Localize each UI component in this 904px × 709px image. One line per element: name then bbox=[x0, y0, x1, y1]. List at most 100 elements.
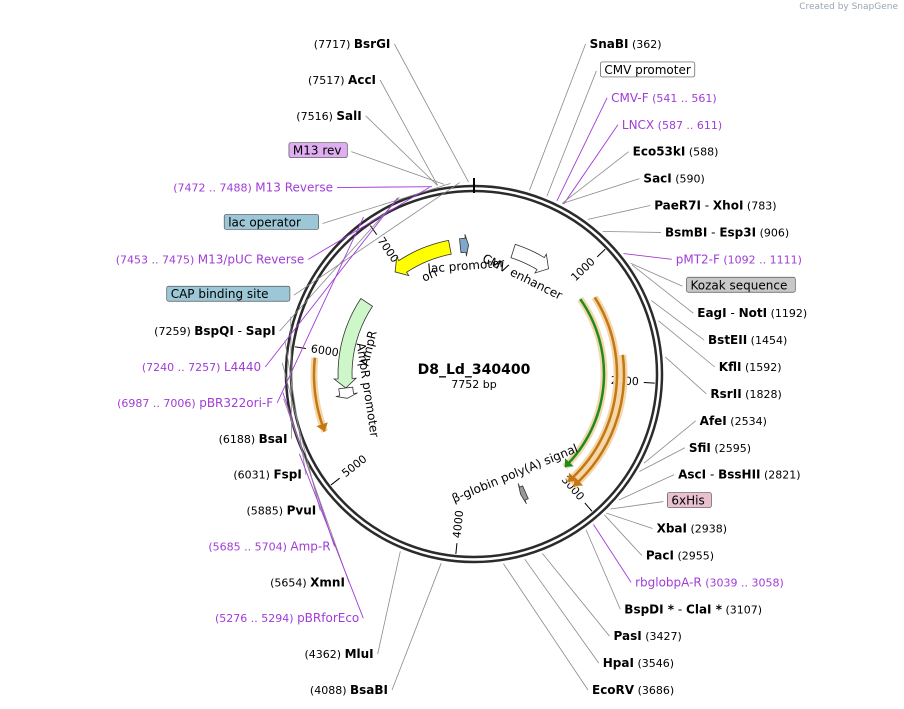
label-amp-r: (5685 .. 5704) Amp-R bbox=[208, 539, 330, 553]
snapgene-credit: Created by SnapGene bbox=[799, 2, 898, 12]
label-text: AscI - BssHII (2821) bbox=[678, 468, 800, 482]
label-part: (7516) bbox=[296, 110, 336, 123]
leader-line bbox=[529, 43, 586, 191]
label-text: PasI (3427) bbox=[614, 629, 682, 643]
leader-line bbox=[602, 231, 661, 233]
label-part: (2595) bbox=[711, 442, 751, 455]
orf-line bbox=[572, 354, 626, 488]
label-text: (5685 .. 5704) Amp-R bbox=[208, 539, 330, 553]
label-part: ClaI * bbox=[686, 602, 723, 616]
label-part: SalI bbox=[336, 109, 361, 123]
label-part: (3107) bbox=[722, 603, 762, 616]
label-part: (2955) bbox=[674, 549, 714, 562]
label-rbglobpa-r: rbglobpA-R (3039 .. 3058) bbox=[635, 575, 784, 589]
label-6xhis: 6xHis bbox=[667, 492, 712, 508]
scale-label: 1000 bbox=[568, 255, 597, 284]
label-part: pMT2-F bbox=[676, 252, 720, 266]
label-part: PasI bbox=[614, 629, 642, 643]
label-kozak-sequence: Kozak sequence bbox=[686, 276, 796, 293]
leader-line bbox=[276, 216, 364, 404]
label-part: (4362) bbox=[305, 648, 345, 661]
label-pbrforeco: (5276 .. 5294) pBRforEco bbox=[215, 611, 359, 625]
label-part: L4440 bbox=[224, 360, 261, 374]
scale-label: 6000 bbox=[310, 342, 340, 359]
label-m13-puc-reverse: (7453 .. 7475) M13/pUC Reverse bbox=[116, 252, 305, 266]
orf-arrowhead bbox=[316, 422, 328, 432]
leader-line bbox=[394, 43, 469, 183]
label-part: - bbox=[701, 199, 713, 213]
label-hpai: HpaI (3546) bbox=[603, 656, 674, 670]
label-text: BsmBI - Esp3I (906) bbox=[665, 225, 789, 239]
feature-tag-box bbox=[288, 142, 348, 159]
leader-line bbox=[623, 253, 672, 260]
feature-ori bbox=[394, 239, 452, 277]
label-part: BspQI bbox=[194, 324, 234, 338]
label-part: (7453 .. 7475) bbox=[116, 253, 198, 266]
leader-line bbox=[585, 529, 621, 610]
label-part: SapI bbox=[246, 324, 276, 338]
label-m13-rev: M13 rev bbox=[288, 142, 348, 159]
label-part: SnaBI bbox=[590, 37, 629, 51]
label-text: LNCX (587 .. 611) bbox=[622, 118, 722, 132]
leader-line bbox=[587, 205, 651, 220]
label-part: rbglobpA-R bbox=[635, 575, 702, 589]
feature-tag-text: CMV promoter bbox=[604, 63, 691, 77]
label-part: EcoRV bbox=[592, 683, 635, 697]
leader-line bbox=[308, 186, 430, 260]
plasmid-name: D8_Ld_340400 bbox=[418, 362, 531, 378]
label-text: (6031) FspI bbox=[233, 468, 301, 482]
label-part: (1828) bbox=[742, 388, 782, 401]
leader-line bbox=[561, 151, 629, 204]
feature-globin-poly-a-signal bbox=[517, 483, 529, 505]
label-ecorv: EcoRV (3686) bbox=[592, 683, 674, 697]
label-cmv-f: CMV-F (541 .. 561) bbox=[611, 91, 717, 105]
feature-tag-box bbox=[600, 61, 696, 78]
label-text: Eco53kI (588) bbox=[633, 145, 719, 159]
label-text: (7453 .. 7475) M13/pUC Reverse bbox=[116, 252, 305, 266]
label-bspdi: BspDI * - ClaI * (3107) bbox=[624, 602, 762, 616]
label-part: (6987 .. 7006) bbox=[117, 397, 199, 410]
orf-arrowhead bbox=[564, 458, 574, 467]
label-part: - bbox=[234, 324, 246, 338]
feature-label: lac promoter bbox=[427, 256, 505, 276]
label-part: (906) bbox=[756, 226, 789, 239]
label-part: (1092 .. 1111) bbox=[720, 253, 802, 266]
label-part: CMV-F bbox=[611, 91, 649, 105]
label-text: (7516) SalI bbox=[296, 109, 361, 123]
label-text: (7240 .. 7257) L4440 bbox=[142, 360, 261, 374]
label-part: KflI bbox=[719, 360, 742, 374]
label-pbr322ori-f: (6987 .. 7006) pBR322ori-F bbox=[117, 396, 273, 410]
label-eagi: EagI - NotI (1192) bbox=[697, 306, 807, 320]
feature-label: ori bbox=[419, 265, 439, 284]
scale-tick bbox=[330, 477, 340, 486]
label-part: - bbox=[707, 225, 719, 239]
label-part: - bbox=[706, 468, 718, 482]
label-text: EcoRV (3686) bbox=[592, 683, 674, 697]
label-part: LNCX bbox=[622, 118, 654, 132]
label-part: Esp3I bbox=[719, 225, 756, 239]
label-text: (4088) BsaBI bbox=[310, 683, 388, 697]
label-part: BsmBI bbox=[665, 225, 707, 239]
label-xbai: XbaI (2938) bbox=[657, 522, 727, 536]
label-part: AscI bbox=[678, 468, 706, 482]
label-part: AfeI bbox=[700, 414, 727, 428]
label-part: XbaI bbox=[657, 522, 687, 536]
label-eco53ki: Eco53kI (588) bbox=[633, 145, 719, 159]
scale-label: 4000 bbox=[450, 510, 466, 539]
leader-line bbox=[524, 558, 600, 664]
label-part: XmnI bbox=[310, 575, 345, 589]
label-bspqi: (7259) BspQI - SapI bbox=[154, 324, 275, 338]
leader-line bbox=[279, 196, 400, 332]
label-part: (5276 .. 5294) bbox=[215, 612, 297, 625]
label-text: pMT2-F (1092 .. 1111) bbox=[676, 252, 802, 266]
leader-line bbox=[283, 398, 350, 583]
label-text: RsrII (1828) bbox=[710, 387, 781, 401]
label-text: (7259) BspQI - SapI bbox=[154, 324, 275, 338]
orf-arrows bbox=[310, 295, 628, 489]
label-part: pBR322ori-F bbox=[199, 396, 273, 410]
label-acci: (7517) AccI bbox=[308, 73, 376, 87]
label-lac-operator: lac operator bbox=[223, 214, 319, 230]
label-part: (590) bbox=[672, 173, 705, 186]
